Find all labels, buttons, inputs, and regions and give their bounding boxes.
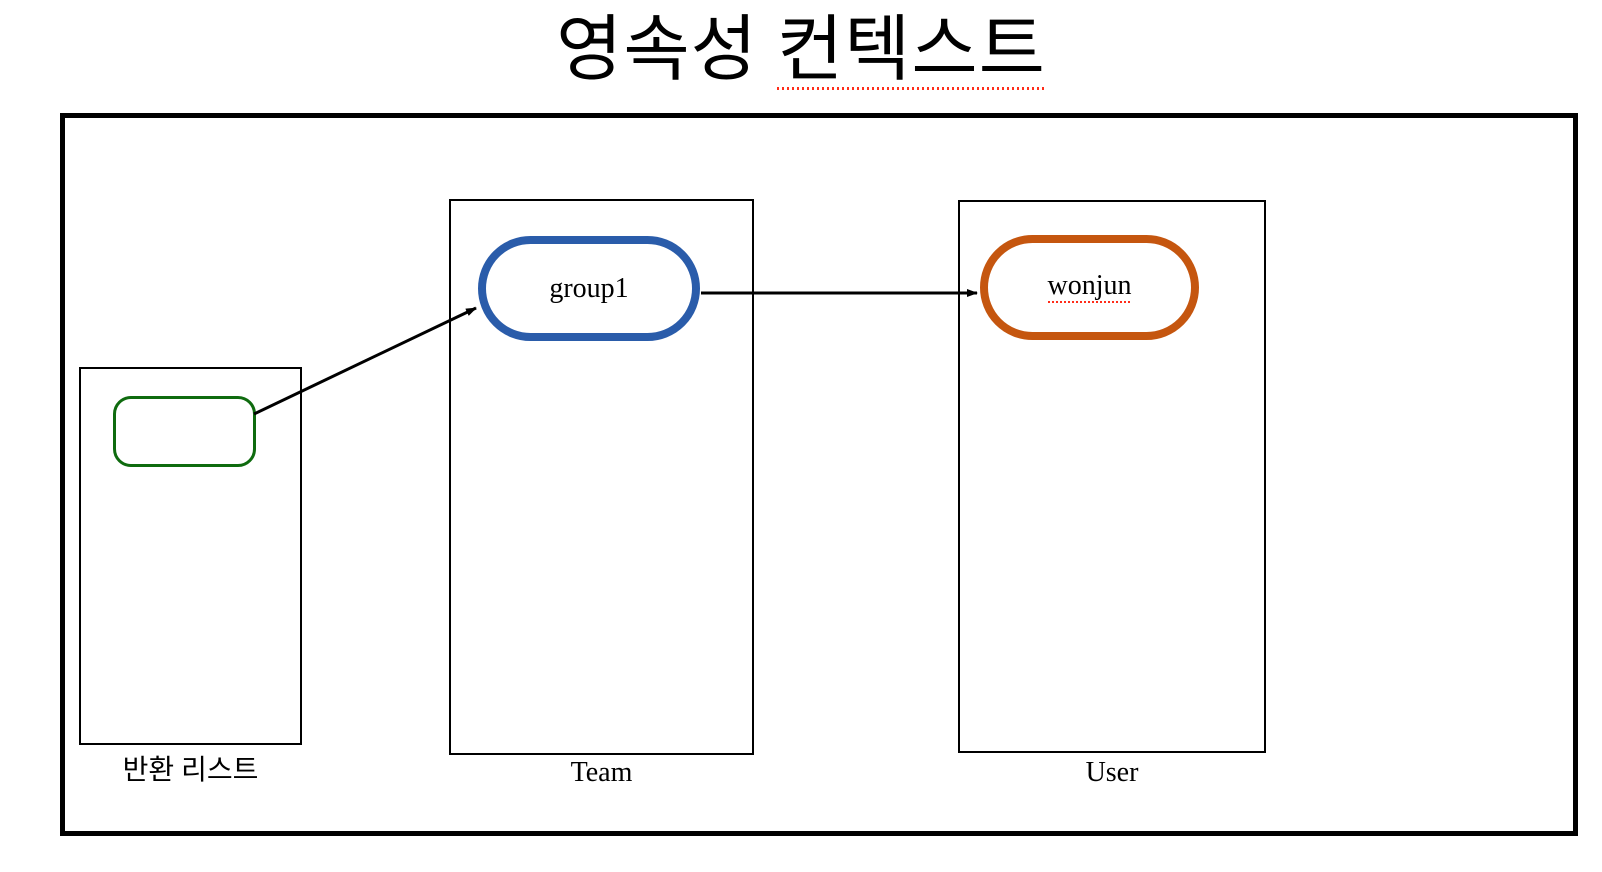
column-box-team[interactable] [449,199,754,755]
page-title: 영속성 컨텍스트 [0,4,1602,96]
diagram-frame [60,113,1578,836]
entity-group1-label: group1 [549,272,629,304]
column-box-user[interactable] [958,200,1266,753]
page-title-misspelled-word: 컨텍스트 [776,10,1046,94]
column-caption-team: Team [570,757,633,788]
entity-wonjun[interactable]: wonjun [980,235,1199,340]
column-box-return-list[interactable] [79,367,302,745]
entity-empty-placeholder[interactable] [113,396,256,467]
entity-group1[interactable]: group1 [478,236,700,341]
column-caption-return-list: 반환 리스트 [122,755,259,786]
column-caption-user: User [1085,757,1139,788]
page-title-prefix: 영속성 [556,10,777,90]
entity-wonjun-label: wonjun [1047,271,1132,304]
